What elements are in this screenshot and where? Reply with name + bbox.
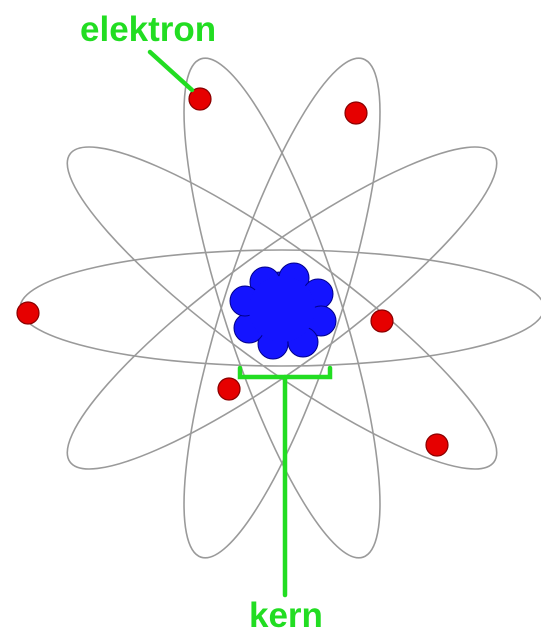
nucleus	[230, 263, 336, 359]
electron-particle	[218, 378, 240, 400]
nucleus-core	[249, 276, 315, 342]
electron-label: elektron	[80, 10, 216, 49]
electron-pointer-line	[150, 52, 192, 90]
electron-particle	[426, 434, 448, 456]
electron-particle	[17, 302, 39, 324]
nucleus-label: kern	[249, 596, 323, 633]
electron-particle	[371, 310, 393, 332]
electron-particle	[345, 102, 367, 124]
